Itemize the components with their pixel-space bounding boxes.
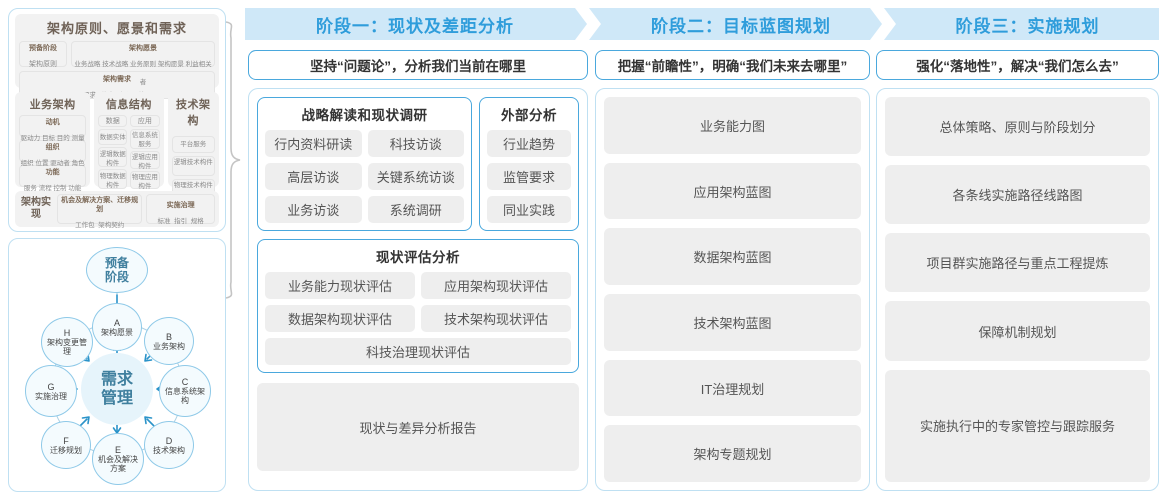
phase-1-subtitle: 坚持“问题论”，分析我们当前在哪里 [248,50,588,80]
adm-node-c[interactable]: C 信息系统架构 [159,365,211,417]
adm-node-f[interactable]: F 迁移规划 [41,421,91,469]
adm-node-g[interactable]: G 实施治理 [25,365,77,417]
chip-strategy-2-0[interactable]: 业务访谈 [265,196,362,223]
chip-external-2[interactable]: 同业实践 [487,196,571,223]
phase3-item-0[interactable]: 总体策略、原则与阶段划分 [885,97,1150,157]
chip-assess-0-1[interactable]: 应用架构现状评估 [421,272,571,299]
adm-node-h[interactable]: H 架构变更管理 [41,317,93,367]
phase-2-subtitle: 把握“前瞻性”，明确“我们未来去哪里” [595,50,870,80]
phase2-item-3[interactable]: 技术架构蓝图 [604,294,861,351]
phase3-item-4[interactable]: 实施执行中的专家管控与跟踪服务 [885,369,1150,483]
phase3-item-3[interactable]: 保障机制规划 [885,301,1150,361]
chip-external-0[interactable]: 行业趋势 [487,130,571,157]
adm-node-e[interactable]: E 机会及解决方案 [92,433,144,485]
external-analysis-card: 外部分析 行业趋势 监管要求 同业实践 [479,97,579,231]
phase-1-header[interactable]: 阶段一：现状及差距分析 [245,8,585,40]
phase2-item-1[interactable]: 应用架构蓝图 [604,162,861,220]
adm-node-a[interactable]: A 架构愿景 [92,303,142,351]
chip-assess-0-0[interactable]: 业务能力现状评估 [265,272,415,299]
current-assessment-card: 现状评估分析 业务能力现状评估 应用架构现状评估 数据架构现状评估 技术架构现状… [257,239,579,373]
strategy-research-card: 战略解读和现状调研 行内资料研读 科技访谈 高层访谈 关键系统访谈 业务访谈 系… [257,97,472,231]
implementation-governance-block: 实施治理 标准 指引 规格 [146,194,215,225]
phase3-item-2[interactable]: 项目群实施路径与重点工程提炼 [885,233,1150,293]
chip-strategy-0-1[interactable]: 科技访谈 [367,130,464,157]
chip-external-1[interactable]: 监管要求 [487,163,571,190]
phase2-item-2[interactable]: 数据架构蓝图 [604,228,861,286]
opportunity-migration-block: 机会及解决方案、迁移规划 工作包 架构契约 [57,194,143,229]
motivation-block: 动机 驱动力 目标 目的 测量 [19,115,87,142]
realization-label: 架构实现 [21,197,51,220]
left-column: 架构原则、愿景和需求 预备阶段 架构原则 架构愿景 业务战略 技术战略 业务原则… [8,8,226,492]
chip-assess-full[interactable]: 科技治理现状评估 [265,338,571,365]
chip-strategy-1-1[interactable]: 关键系统访谈 [367,163,464,190]
chip-strategy-0-0[interactable]: 行内资料研读 [265,130,362,157]
data-subcolumn: 数据 数据实体 逻辑数据构件 物理数据构件 [98,115,128,189]
adm-cycle-panel: 预备 阶段 需求 管理 A 架构愿景 B 业务架构 C 信息系统架构 [8,238,226,492]
architecture-realization-group: 架构实现 机会及解决方案、迁移规划 工作包 架构契约 实施治理 标准 指引 规格 [15,191,219,229]
phase-3-body: 总体策略、原则与阶段划分 各条线实施路径线路图 项目群实施路径与重点工程提炼 保… [876,88,1159,491]
chip-strategy-2-1[interactable]: 系统调研 [367,196,464,223]
chip-strategy-1-0[interactable]: 高层访谈 [265,163,362,190]
information-structure-group: 信息结构 数据 数据实体 逻辑数据构件 物理数据构件 应用 信息系统服务 逻辑应… [94,92,164,190]
application-subcolumn: 应用 信息系统服务 逻辑应用构件 物理应用构件 [130,115,160,190]
phase-1-body: 战略解读和现状调研 行内资料研读 科技访谈 高层访谈 关键系统访谈 业务访谈 系… [248,88,588,491]
adm-node-prelim[interactable]: 预备 阶段 [86,247,148,293]
adm-node-requirements-management[interactable]: 需求 管理 [81,353,153,425]
phase2-item-4[interactable]: IT治理规划 [604,359,861,417]
meta-title: 架构原则、愿景和需求 [46,21,187,36]
phase-2-header[interactable]: 阶段二：目标蓝图规划 [601,8,881,40]
adm-node-d[interactable]: D 技术架构 [144,421,194,469]
phase3-item-1[interactable]: 各条线实施路径线路图 [885,165,1150,225]
phase-3-header[interactable]: 阶段三：实施规划 [896,8,1159,40]
business-architecture-group: 业务架构 动机 驱动力 目标 目的 测量 组织 组织 [15,92,91,192]
chip-assess-1-1[interactable]: 技术架构现状评估 [421,305,571,332]
technology-architecture-group: 技术架构 平台服务 逻辑技术构件 物理技术构件 [167,92,219,199]
function-block: 功能 服务 流程 控制 功能 [19,165,87,192]
vision-block: 架构愿景 业务战略 技术战略 业务原则 架构愿景 利益相关者 [71,41,215,86]
prelim-block: 预备阶段 架构原则 [19,41,67,68]
phase-3-subtitle: 强化“落地性”，解决“我们怎么去” [876,50,1159,80]
chip-assess-1-0[interactable]: 数据架构现状评估 [265,305,415,332]
phase2-item-5[interactable]: 架构专题规划 [604,425,861,483]
organization-block: 组织 组织 位置 驱动者 角色 [19,140,87,167]
gap-analysis-report[interactable]: 现状与差异分析报告 [257,383,579,471]
phase-2-body: 业务能力图 应用架构蓝图 数据架构蓝图 技术架构蓝图 IT治理规划 架构专题规划 [595,88,870,491]
grouping-brace [225,21,241,299]
adm-node-b[interactable]: B 业务架构 [144,317,194,365]
togaf-metamodel-panel: 架构原则、愿景和需求 预备阶段 架构原则 架构愿景 业务战略 技术战略 业务原则… [8,8,226,232]
phase2-item-0[interactable]: 业务能力图 [604,97,861,154]
vision-items: 业务战略 技术战略 业务原则 架构愿景 利益相关者 [74,61,212,86]
